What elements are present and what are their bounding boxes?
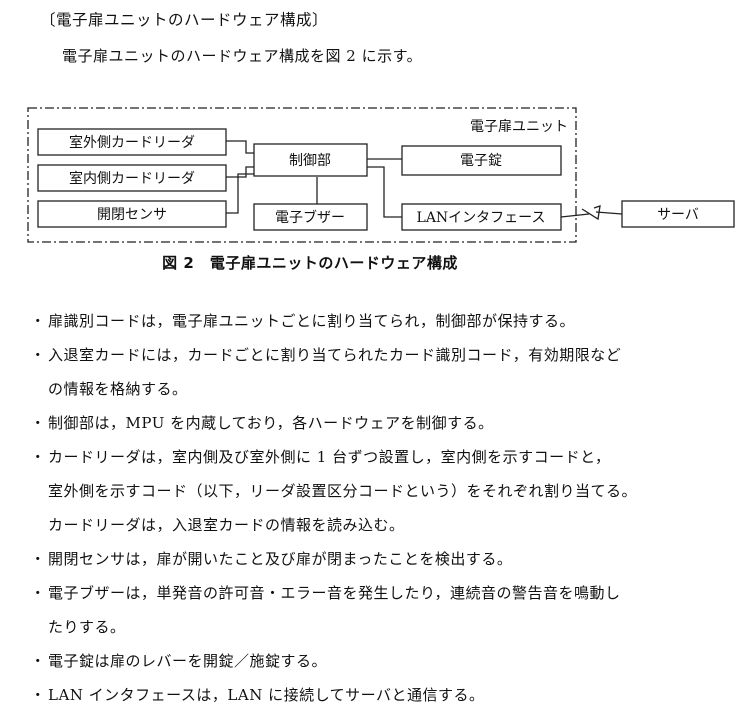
bullet-item: ・LAN インタフェースは，LAN に接続してサーバと通信する。 [28, 684, 485, 705]
server-label: サーバ [657, 207, 699, 223]
indoor-card-reader-box [37, 164, 227, 192]
server-box [621, 200, 735, 228]
bullet-dot: ・ [30, 346, 46, 364]
electronic-lock-label: 電子錠 [460, 153, 502, 169]
bullet-item: ・電子錠は扉のレバーを開錠／施錠する。 [28, 650, 327, 671]
section-heading: 〔電子扉ユニットのハードウェア構成〕 [40, 11, 329, 29]
unit-label: 電子扉ユニット [470, 119, 568, 135]
open-close-sensor-label: 開閉センサ [97, 207, 167, 223]
bullet-item: ・入退室カードには，カードごとに割り当てられたカード識別コード，有効期限など [28, 344, 621, 365]
figure-caption: 図 2 電子扉ユニットのハードウェア構成 [162, 254, 458, 272]
bullet-item: ・開閉センサは，扉が開いたこと及び扉が閉まったことを検出する。 [28, 548, 512, 569]
bullet-continuation: カードリーダは，入退室カードの情報を読み込む。 [48, 514, 405, 535]
bullet-text: 電子ブザーは，単発音の許可音・エラー音を発生したり，連続音の警告音を鳴動し [48, 584, 621, 602]
bullet-continuation: 室外側を示すコード（以下，リーダ設置区分コードという）をそれぞれ割り当てる。 [48, 480, 637, 501]
bullet-text: 入退室カードには，カードごとに割り当てられたカード識別コード，有効期限など [48, 346, 622, 364]
buzzer-box [253, 203, 368, 231]
bullet-dot: ・ [30, 652, 46, 670]
bullet-continuation: たりする。 [48, 616, 126, 637]
bullet-dot: ・ [30, 448, 46, 466]
bullet-text: カードリーダは，入退室カードの情報を読み込む。 [48, 516, 405, 534]
connectors [226, 140, 623, 221]
bullet-dot: ・ [30, 550, 46, 568]
electronic-lock-box [401, 145, 562, 176]
outdoor-card-reader-label: 室外側カードリーダ [69, 134, 195, 151]
bullet-item: ・カードリーダは，室内側及び室外側に 1 台ずつ設置し，室内側を示すコードと， [28, 446, 610, 467]
outdoor-card-reader-box [37, 128, 227, 156]
intro-text: 電子扉ユニットのハードウェア構成を図 2 に示す。 [62, 47, 423, 65]
bullet-text: 扉識別コードは，電子扉ユニットごとに割り当てられ，制御部が保持する。 [48, 312, 576, 330]
bullet-text: 制御部は，MPU を内蔵しており，各ハードウェアを制御する。 [48, 414, 494, 432]
bullet-text: の情報を格納する。 [48, 380, 188, 398]
indoor-card-reader-label: 室内側カードリーダ [69, 170, 195, 187]
bullet-dot: ・ [30, 584, 46, 602]
open-close-sensor-box [37, 200, 227, 228]
bullet-dot: ・ [30, 686, 46, 704]
bullet-dot: ・ [30, 414, 46, 432]
buzzer-label: 電子ブザー [275, 209, 345, 226]
hardware-diagram: 電子扉ユニット 室外側カードリーダ 室内側カードリーダ 開閉センサ 制御部 電子… [27, 107, 735, 243]
bullet-text: LAN インタフェースは，LAN に接続してサーバと通信する。 [48, 686, 485, 704]
lan-interface-label: LANインタフェース [417, 210, 546, 226]
control-unit-box [253, 143, 368, 177]
bullet-text: 電子錠は扉のレバーを開錠／施錠する。 [48, 652, 328, 670]
bullet-text: カードリーダは，室内側及び室外側に 1 台ずつ設置し，室内側を示すコードと， [48, 448, 611, 466]
bullet-item: ・扉識別コードは，電子扉ユニットごとに割り当てられ，制御部が保持する。 [28, 310, 575, 331]
lan-interface-box [401, 203, 562, 231]
bullet-dot: ・ [30, 312, 46, 330]
bullet-text: 開閉センサは，扉が開いたこと及び扉が閉まったことを検出する。 [48, 550, 513, 568]
control-unit-label: 制御部 [289, 153, 331, 169]
bullet-continuation: の情報を格納する。 [48, 378, 188, 399]
bullet-item: ・制御部は，MPU を内蔵しており，各ハードウェアを制御する。 [28, 412, 494, 433]
bullet-item: ・電子ブザーは，単発音の許可音・エラー音を発生したり，連続音の警告音を鳴動し [28, 582, 620, 603]
bullet-text: 室外側を示すコード（以下，リーダ設置区分コードという）をそれぞれ割り当てる。 [48, 482, 638, 500]
bullet-text: たりする。 [48, 618, 126, 636]
unit-boundary [27, 107, 577, 243]
